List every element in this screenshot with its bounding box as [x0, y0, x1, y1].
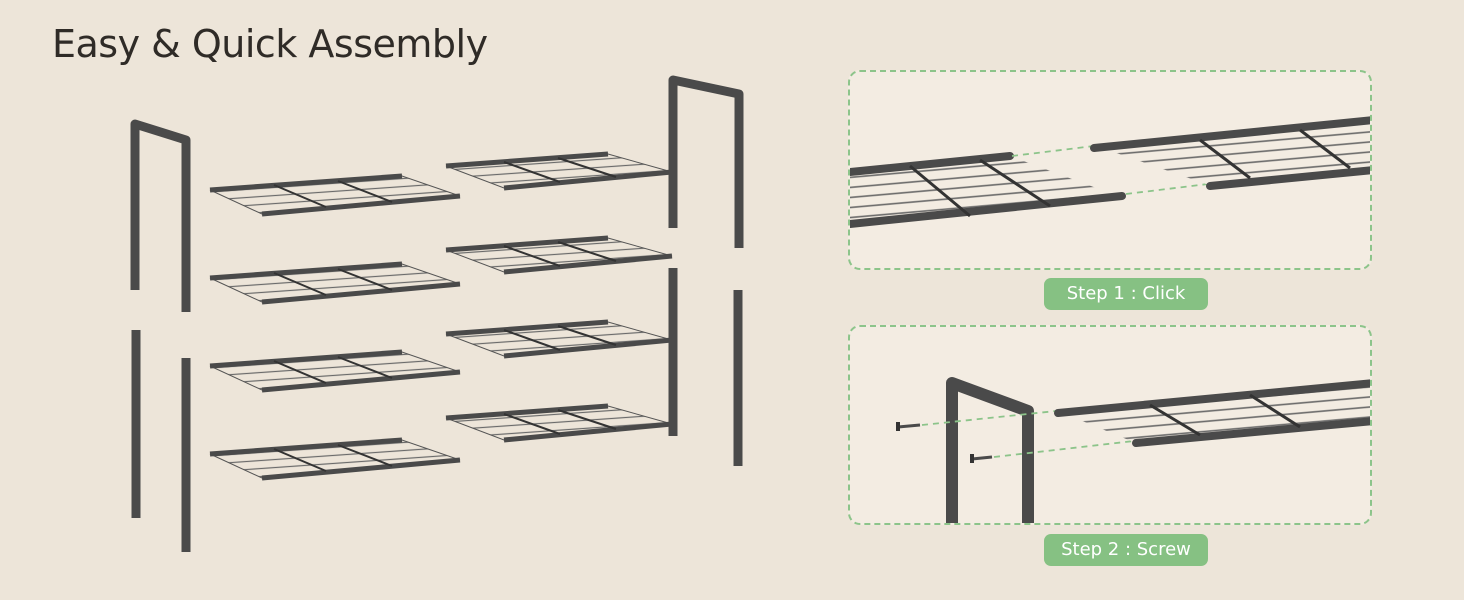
step1-badge: Step 1 : Click — [1044, 278, 1208, 310]
step2-badge: Step 2 : Screw — [1044, 534, 1208, 566]
click-connection-illustration — [850, 116, 1370, 228]
right-shelves — [445, 151, 673, 443]
step1-detail-panel — [848, 70, 1372, 270]
exploded-shelf-illustration — [130, 75, 744, 552]
right-top-frame — [668, 75, 744, 248]
step2-detail-panel — [848, 325, 1372, 525]
left-top-frame — [130, 119, 191, 312]
poles — [131, 268, 743, 552]
screw-connection-illustration — [896, 377, 1370, 523]
page-title: Easy & Quick Assembly — [52, 22, 488, 66]
left-shelves — [209, 173, 461, 481]
